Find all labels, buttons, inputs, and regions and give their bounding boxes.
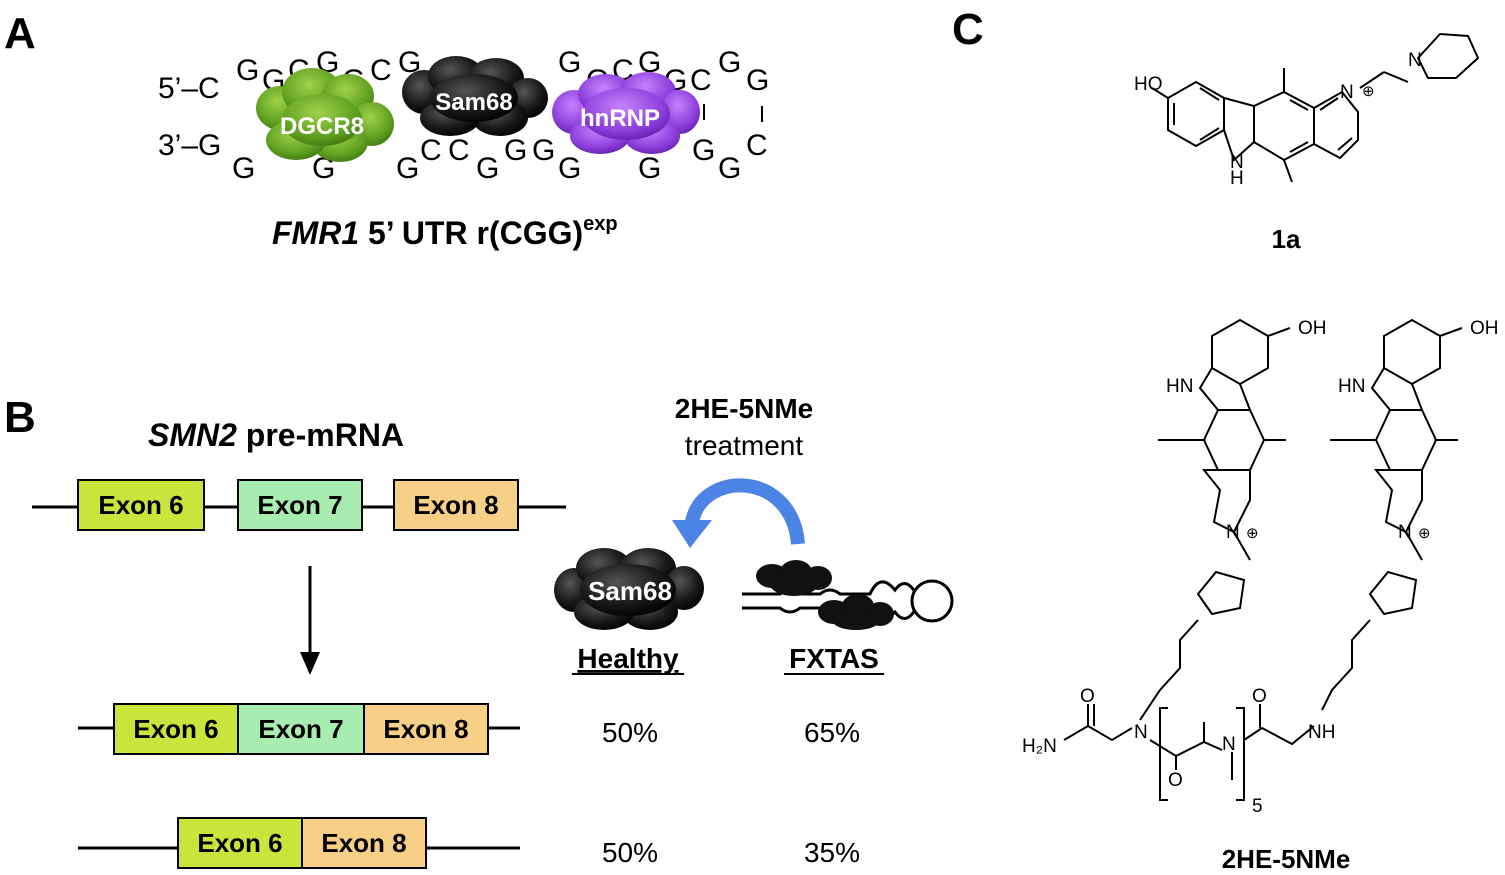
- splicing-arrow: [300, 566, 320, 675]
- five-prime-label: 5’–C: [158, 72, 220, 105]
- base: C: [746, 129, 768, 162]
- base: C: [370, 54, 392, 87]
- row2-fxtas-pct: 35%: [804, 837, 860, 868]
- base: C: [448, 134, 470, 167]
- exon8-label: Exon 8: [383, 714, 468, 744]
- fxtas-header: FXTAS: [789, 643, 879, 674]
- base: G: [746, 64, 769, 97]
- title-rest: pre-mRNA: [237, 417, 404, 453]
- caption-sup: exp: [583, 213, 617, 235]
- exon7-label: Exon 7: [257, 490, 342, 520]
- exon6-label: Exon 6: [133, 714, 218, 744]
- treatment-name: 2HE-5NMe: [675, 393, 813, 424]
- panel-a-caption: FMR1 5’ UTR r(CGG)exp: [272, 213, 618, 251]
- panel-b-title: SMN2 pre-mRNA: [148, 417, 404, 453]
- base: G: [718, 46, 741, 79]
- hn-label: HN: [1338, 376, 1365, 397]
- hnrnp-protein: hnRNP: [552, 72, 700, 154]
- exon7-label: Exon 7: [258, 714, 343, 744]
- hnrnp-label: hnRNP: [580, 105, 660, 132]
- nplus-label: N: [1340, 82, 1354, 103]
- dgcr8-label: DGCR8: [280, 113, 364, 140]
- hn-label: HN: [1166, 376, 1193, 397]
- pre-mrna: Exon 6 Exon 7 Exon 8: [32, 479, 566, 531]
- row2-healthy-pct: 50%: [602, 837, 658, 868]
- base: G: [558, 46, 581, 79]
- mrna-inclusion: Exon 6 Exon 7 Exon 8: [78, 703, 520, 755]
- nh-label: H: [1230, 168, 1244, 189]
- row1-healthy-pct: 50%: [602, 717, 658, 748]
- n-label: N: [1222, 734, 1236, 755]
- oh-label: OH: [1470, 318, 1499, 339]
- plus-sign: ⊕: [1362, 83, 1375, 100]
- repeat-count: 5: [1252, 796, 1263, 817]
- compound-1a-label: 1a: [1272, 224, 1301, 254]
- base: G: [718, 152, 741, 185]
- treatment-arrow: [672, 478, 805, 548]
- caption-gene: FMR1: [272, 215, 359, 251]
- nplus-label: N: [1226, 522, 1240, 543]
- healthy-header: Healthy: [577, 643, 679, 674]
- compound-1a-structure: [1151, 32, 1480, 183]
- base: C: [420, 134, 442, 167]
- base: C: [690, 64, 712, 97]
- plus-sign: ⊕: [1418, 525, 1431, 542]
- exon6-label: Exon 6: [197, 828, 282, 858]
- sam68-free-protein: Sam68: [554, 548, 704, 630]
- piperidine-n-label: N: [1408, 50, 1422, 71]
- sam68-protein: Sam68: [402, 56, 548, 136]
- exon6-label: Exon 6: [98, 490, 183, 520]
- panel-label-c: C: [952, 5, 984, 54]
- o-label: O: [1252, 686, 1267, 707]
- n-label: N: [1134, 722, 1148, 743]
- treatment-word: treatment: [685, 430, 803, 461]
- nplus-label: N: [1398, 522, 1412, 543]
- mrna-skipping: Exon 6 Exon 8: [78, 817, 520, 869]
- base: G: [504, 134, 527, 167]
- base: G: [638, 152, 661, 185]
- title-gene: SMN2: [148, 417, 237, 453]
- base: G: [532, 134, 555, 167]
- sam68-free-label: Sam68: [588, 576, 672, 606]
- base: G: [476, 152, 499, 185]
- oh-label: OH: [1298, 318, 1327, 339]
- sam68-label: Sam68: [435, 89, 512, 116]
- compound-2he-label: 2HE-5NMe: [1222, 844, 1351, 874]
- base: G: [232, 152, 255, 185]
- n-label: N: [1230, 152, 1244, 173]
- bottom-strand: G G C G C G G G G G G G C: [232, 129, 768, 185]
- exon8-label: Exon 8: [321, 828, 406, 858]
- ho-label: HO: [1134, 74, 1163, 95]
- exon8-label: Exon 8: [413, 490, 498, 520]
- o-label: O: [1080, 686, 1095, 707]
- panel-label-b: B: [4, 393, 36, 442]
- fxtas-hairpin: [742, 560, 954, 630]
- base: G: [236, 54, 259, 87]
- o-label: O: [1168, 770, 1183, 791]
- nh-amine-label: NH: [1308, 722, 1335, 743]
- three-prime-label: 3’–G: [158, 129, 221, 162]
- row1-fxtas-pct: 65%: [804, 717, 860, 748]
- plus-sign: ⊕: [1246, 525, 1259, 542]
- panel-label-a: A: [4, 9, 36, 58]
- base: G: [692, 134, 715, 167]
- caption-rest: 5’ UTR r(CGG): [359, 215, 583, 251]
- h2n-label: H₂N: [1022, 736, 1057, 757]
- compound-2he-structure: [1063, 318, 1463, 801]
- base: G: [398, 46, 421, 79]
- base: G: [638, 46, 661, 79]
- dgcr8-protein: DGCR8: [256, 68, 394, 162]
- base: G: [558, 152, 581, 185]
- base: G: [396, 152, 419, 185]
